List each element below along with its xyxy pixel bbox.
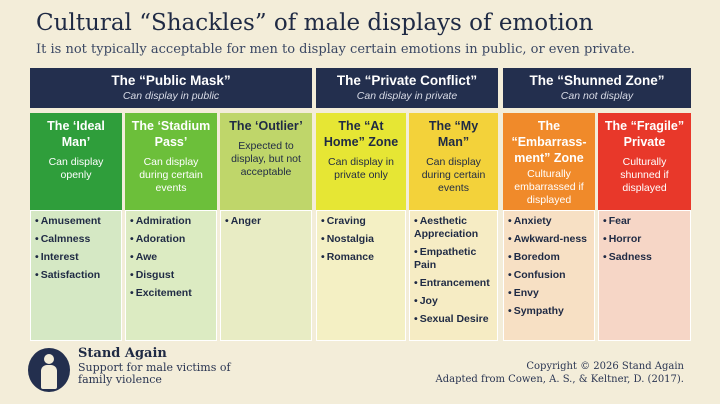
emotion-item: Joy	[414, 295, 493, 308]
emotion-item: Horror	[603, 233, 686, 246]
emotion-item: Amusement	[35, 215, 117, 228]
page-subtitle: It is not typically acceptable for men t…	[36, 42, 635, 57]
column-embarrassment-zone: The “Embarrass-ment” Zone Culturally emb…	[503, 113, 595, 341]
column-header: The ‘Outlier’ Expected to display, but n…	[220, 113, 312, 210]
org-tagline: Support for male victims of family viole…	[78, 361, 231, 386]
column-description: Can display during certain events	[421, 156, 486, 194]
emotion-item: Adoration	[130, 233, 212, 246]
column-description: Can display during certain events	[139, 156, 203, 194]
group-title: The “Private Conflict”	[336, 73, 478, 88]
emotion-item: Nostalgia	[321, 233, 401, 246]
emotion-list: FearHorrorSadness	[603, 215, 686, 264]
emotion-item: Awkward-ness	[508, 233, 590, 246]
group-public-mask: The “Public Mask” Can display in public	[30, 68, 312, 108]
emotion-item: Craving	[321, 215, 401, 228]
column-header: The “Fragile” Private Culturally shunned…	[598, 113, 691, 210]
emotion-item: Anger	[225, 215, 307, 228]
group-subtitle: Can not display	[560, 90, 634, 102]
column-title: The “Embarrass-ment” Zone	[511, 119, 587, 165]
emotion-item: Excitement	[130, 287, 212, 300]
credits: Copyright © 2026 Stand Again Adapted fro…	[436, 360, 685, 386]
column-title: The ‘Stadium Pass’	[131, 119, 211, 149]
column-body: AmusementCalmnessInterestSatisfaction	[30, 210, 122, 341]
column-header: The ‘Stadium Pass’ Can display during ce…	[125, 113, 217, 210]
column-title: The “At Home” Zone	[323, 119, 399, 149]
column-header: The ‘Ideal Man’ Can display openly	[30, 113, 122, 210]
emotion-item: Admiration	[130, 215, 212, 228]
person-icon	[28, 348, 70, 392]
group-title: The “Shunned Zone”	[529, 73, 665, 88]
emotion-item: Fear	[603, 215, 686, 228]
column-outlier: The ‘Outlier’ Expected to display, but n…	[220, 113, 312, 341]
emotion-item: Envy	[508, 287, 590, 300]
column-description: Culturally embarrassed if displayed	[514, 168, 584, 206]
emotion-item: Sympathy	[508, 305, 590, 318]
emotion-item: Sadness	[603, 251, 686, 264]
emotion-item: Awe	[130, 251, 212, 264]
column-body: FearHorrorSadness	[598, 210, 691, 341]
group-private-conflict: The “Private Conflict” Can display in pr…	[316, 68, 498, 108]
emotion-item: Satisfaction	[35, 269, 117, 282]
column-my-man: The “My Man” Can display during certain …	[409, 113, 498, 341]
column-description: Can display in private only	[328, 156, 394, 181]
emotion-item: Anxiety	[508, 215, 590, 228]
column-body: AdmirationAdorationAweDisgustExcitement	[125, 210, 217, 341]
group-subtitle: Can display in private	[356, 90, 458, 102]
emotion-item: Romance	[321, 251, 401, 264]
emotion-list: Aesthetic AppreciationEmpathetic PainEnt…	[414, 215, 493, 326]
column-header: The “Embarrass-ment” Zone Culturally emb…	[503, 113, 595, 210]
column-body: Anger	[220, 210, 312, 341]
emotion-list: Anger	[225, 215, 307, 228]
emotion-item: Entrancement	[414, 277, 493, 290]
column-at-home-zone: The “At Home” Zone Can display in privat…	[316, 113, 406, 341]
column-body: Aesthetic AppreciationEmpathetic PainEnt…	[409, 210, 498, 341]
column-header: The “At Home” Zone Can display in privat…	[316, 113, 406, 210]
page-title: Cultural “Shackles” of male displays of …	[36, 10, 594, 36]
emotion-item: Disgust	[130, 269, 212, 282]
column-ideal-man: The ‘Ideal Man’ Can display openly Amuse…	[30, 113, 122, 341]
group-subtitle: Can display in public	[122, 90, 220, 102]
column-title: The ‘Ideal Man’	[47, 119, 105, 149]
group-title: The “Public Mask”	[111, 73, 231, 88]
column-stadium-pass: The ‘Stadium Pass’ Can display during ce…	[125, 113, 217, 341]
column-description: Can display openly	[48, 156, 104, 181]
column-title: The “My Man”	[428, 119, 479, 149]
column-body: CravingNostalgiaRomance	[316, 210, 406, 341]
column-description: Culturally shunned if displayed	[620, 156, 669, 194]
column-header: The “My Man” Can display during certain …	[409, 113, 498, 210]
column-title: The ‘Outlier’	[229, 119, 303, 133]
emotion-item: Empathetic Pain	[414, 246, 493, 272]
emotion-list: CravingNostalgiaRomance	[321, 215, 401, 264]
org-name: Stand Again	[78, 346, 167, 361]
emotion-list: AmusementCalmnessInterestSatisfaction	[35, 215, 117, 282]
column-description: Expected to display, but not acceptable	[231, 140, 301, 178]
emotion-item: Aesthetic Appreciation	[414, 215, 493, 241]
source-citation: Adapted from Cowen, A. S., & Keltner, D.…	[435, 374, 685, 385]
emotion-item: Sexual Desire	[414, 313, 493, 326]
column-title: The “Fragile” Private	[604, 119, 685, 149]
group-shunned-zone: The “Shunned Zone” Can not display	[503, 68, 691, 108]
emotion-item: Interest	[35, 251, 117, 264]
emotion-item: Confusion	[508, 269, 590, 282]
column-fragile-private: The “Fragile” Private Culturally shunned…	[598, 113, 691, 341]
emotion-item: Calmness	[35, 233, 117, 246]
emotion-list: AnxietyAwkward-nessBoredomConfusionEnvyS…	[508, 215, 590, 318]
emotion-list: AdmirationAdorationAweDisgustExcitement	[130, 215, 212, 300]
copyright: Copyright © 2026 Stand Again	[526, 361, 684, 372]
emotion-item: Boredom	[508, 251, 590, 264]
column-body: AnxietyAwkward-nessBoredomConfusionEnvyS…	[503, 210, 595, 341]
